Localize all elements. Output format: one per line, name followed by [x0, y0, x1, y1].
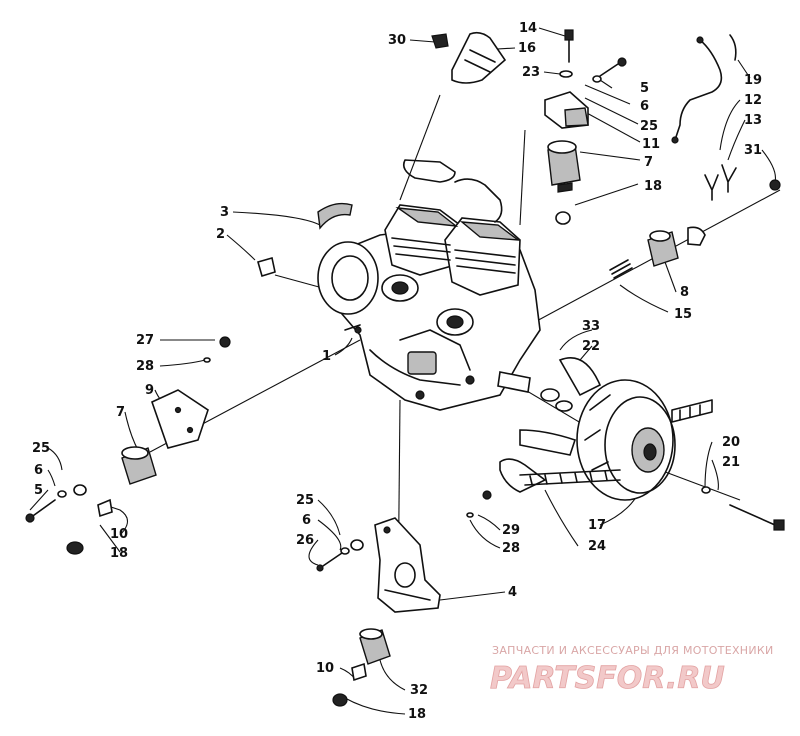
callout-25-bottom: 25 [296, 493, 314, 508]
callout-21: 21 [722, 455, 740, 470]
part-26-bolt [316, 552, 343, 572]
callout-12: 12 [744, 93, 762, 108]
part-14-bolt [564, 29, 574, 63]
callout-7-top: 7 [644, 155, 653, 170]
callout-22: 22 [582, 339, 600, 354]
callout-labels: 30 16 14 23 5 6 25 11 7 18 19 12 13 31 3… [32, 21, 762, 722]
callout-25-top: 25 [640, 119, 658, 134]
part-32-mount [359, 628, 391, 665]
callout-13: 13 [744, 113, 762, 128]
callout-6-top: 6 [640, 99, 649, 114]
part-7-mount-top [547, 140, 581, 193]
part-28-washer-left [203, 357, 211, 363]
part-23-washer [559, 70, 573, 78]
callout-10-bottom: 10 [316, 661, 334, 676]
watermark-tagline: ЗАПЧАСТИ И АКСЕССУАРЫ ДЛЯ МОТОТЕХНИКИ [492, 644, 774, 657]
part-2-decal [257, 256, 276, 278]
part-6-washer-bottom [340, 547, 350, 555]
part-6-washer-top [592, 75, 602, 83]
callout-29: 29 [502, 523, 520, 538]
part-18-nut-left [66, 541, 84, 555]
part-6-washer-left [57, 490, 67, 498]
part-25-washer-bottom [350, 539, 364, 551]
part-22-spider-arms [519, 357, 602, 456]
callout-24: 24 [588, 539, 606, 554]
part-9-plate [151, 389, 209, 449]
callout-25-left: 25 [32, 441, 50, 456]
callout-30: 30 [388, 33, 406, 48]
part-18-nut-bottom [332, 693, 348, 707]
part-18-nut-top [555, 211, 571, 225]
callout-3: 3 [220, 205, 229, 220]
callout-23: 23 [522, 65, 540, 80]
part-16-cover [451, 31, 507, 84]
part-7-mount-left [121, 446, 157, 485]
part-24-drive-belt [499, 399, 713, 493]
callout-28-left: 28 [136, 359, 154, 374]
callout-11: 11 [642, 137, 660, 152]
part-25-washer-left [73, 484, 87, 496]
part-10-washer-left [97, 498, 113, 518]
callout-7-left: 7 [116, 405, 125, 420]
callout-1: 1 [322, 349, 331, 364]
part-21-bolt [729, 504, 785, 531]
callout-18-left: 18 [110, 546, 128, 561]
watermark: ЗАПЧАСТИ И АКСЕССУАРЫ ДЛЯ МОТОТЕХНИКИ PA… [490, 644, 774, 696]
part-8-mount [647, 226, 706, 267]
part-13-clip [721, 164, 737, 193]
callout-26: 26 [296, 533, 314, 548]
callout-5-left: 5 [34, 483, 43, 498]
callout-9: 9 [145, 383, 154, 398]
callout-17: 17 [588, 518, 606, 533]
callout-28-bottom: 28 [502, 541, 520, 556]
callout-18-bottom: 18 [408, 707, 426, 722]
callout-18-top: 18 [644, 179, 662, 194]
part-3-strip [317, 202, 353, 230]
part-10-washer-bottom [351, 662, 367, 682]
callout-20: 20 [722, 435, 740, 450]
part-29-bolt [482, 490, 492, 500]
part-20-washer [701, 486, 711, 494]
callout-15: 15 [674, 307, 692, 322]
part-5-bolt-top [599, 57, 627, 77]
callout-16: 16 [518, 41, 536, 56]
part-31-bolt [769, 179, 781, 191]
part-30-fastener [431, 33, 449, 49]
part-19-harness [671, 34, 737, 144]
part-33-bushing [540, 388, 573, 412]
callout-8: 8 [680, 285, 689, 300]
part-12-clip [704, 174, 719, 201]
callout-6-left: 6 [34, 463, 43, 478]
watermark-brand: PARTSFOR.RU [490, 661, 725, 696]
callout-6-bottom: 6 [302, 513, 311, 528]
callout-2: 2 [216, 227, 225, 242]
callout-31: 31 [744, 143, 762, 158]
engine-assembly [317, 159, 541, 411]
part-27-bolt [219, 336, 231, 348]
callout-32: 32 [410, 683, 428, 698]
callout-33: 33 [582, 319, 600, 334]
part-5-bolt-left [25, 499, 56, 523]
part-17-clutch [576, 379, 676, 501]
callout-10-left: 10 [110, 527, 128, 542]
callout-5-top: 5 [640, 81, 649, 96]
callout-19: 19 [744, 73, 762, 88]
callout-4: 4 [508, 585, 517, 600]
part-28-washer-bottom [466, 512, 474, 518]
callout-14: 14 [519, 21, 537, 36]
part-4-engine-bracket [374, 517, 441, 613]
part-15-spring [609, 259, 633, 279]
callout-27: 27 [136, 333, 154, 348]
part-11-bracket [544, 91, 589, 129]
